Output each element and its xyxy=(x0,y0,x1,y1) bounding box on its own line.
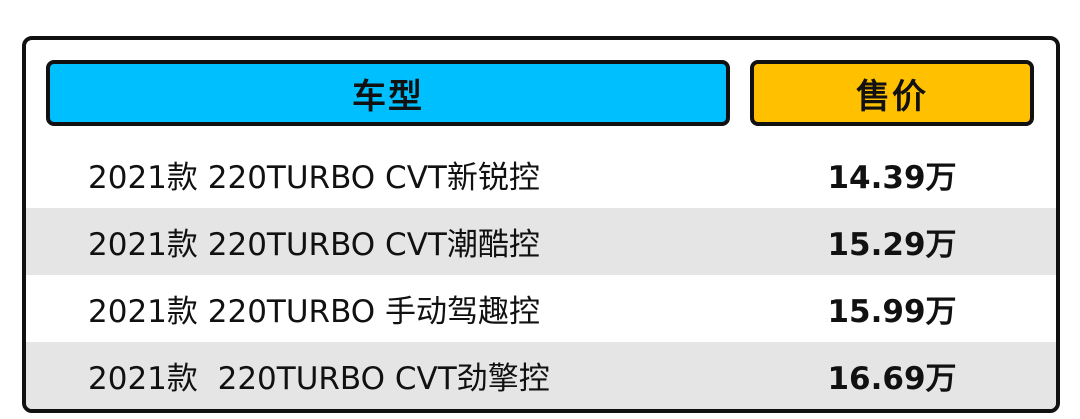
price-cell: 15.29万 xyxy=(827,227,957,263)
model-cell: 2021款 220TURBO 手动驾趣控 xyxy=(88,294,541,330)
table-row: 2021款 220TURBO CVT劲擎控 16.69万 xyxy=(26,342,1056,409)
price-cell: 15.99万 xyxy=(827,294,957,330)
table-body: 2021款 220TURBO CVT新锐控 14.39万 2021款 220TU… xyxy=(26,141,1056,409)
table-row: 2021款 220TURBO 手动驾趣控 15.99万 xyxy=(26,275,1056,342)
price-cell: 16.69万 xyxy=(827,361,957,397)
header-price: 售价 xyxy=(750,60,1034,126)
header-model: 车型 xyxy=(46,60,730,126)
price-cell: 14.39万 xyxy=(827,160,957,196)
model-cell: 2021款 220TURBO CVT新锐控 xyxy=(88,160,540,196)
price-table: 车型 售价 2021款 220TURBO CVT新锐控 14.39万 2021款… xyxy=(22,36,1060,413)
model-cell: 2021款 220TURBO CVT劲擎控 xyxy=(88,361,550,397)
table-row: 2021款 220TURBO CVT新锐控 14.39万 xyxy=(26,141,1056,208)
model-cell: 2021款 220TURBO CVT潮酷控 xyxy=(88,227,540,263)
table-row: 2021款 220TURBO CVT潮酷控 15.29万 xyxy=(26,208,1056,275)
